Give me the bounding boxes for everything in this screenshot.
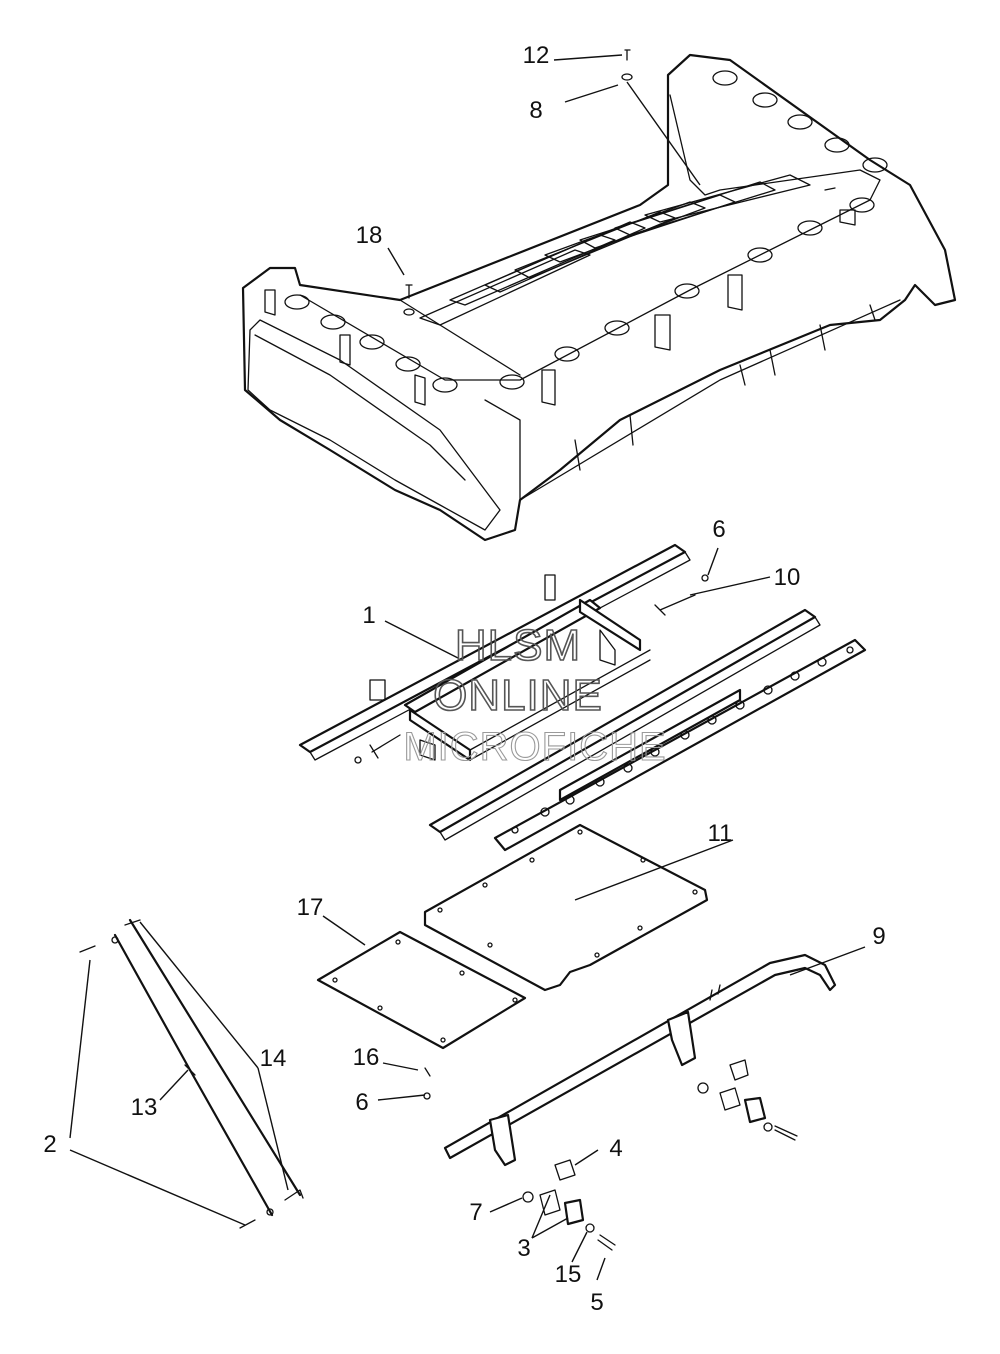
fasteners xyxy=(403,49,633,1100)
watermark-line-2: ONLINE xyxy=(433,671,603,720)
callout-11: 11 xyxy=(708,820,733,847)
callout-10: 10 xyxy=(774,564,801,591)
watermark: HLSM ONLINE MICROFICHE xyxy=(403,620,666,769)
callout-6-top: 6 xyxy=(712,516,725,543)
latch-rod xyxy=(443,953,837,1251)
callout-15: 15 xyxy=(555,1261,582,1288)
callout-1: 1 xyxy=(362,602,375,629)
box-frame xyxy=(298,543,867,852)
callout-14: 14 xyxy=(260,1045,287,1072)
callout-2: 2 xyxy=(43,1131,56,1158)
cargo-box xyxy=(241,53,957,542)
callout-18: 18 xyxy=(356,222,383,249)
leader-lines xyxy=(69,54,866,1281)
callout-7: 7 xyxy=(469,1199,482,1226)
callout-8: 8 xyxy=(529,97,542,124)
panel-17 xyxy=(316,930,527,1050)
callout-labels: 12 8 18 6 10 1 11 17 9 2 14 13 16 6 4 7 … xyxy=(43,42,885,1316)
callout-5: 5 xyxy=(590,1289,603,1316)
callout-4: 4 xyxy=(609,1135,622,1162)
panel-11 xyxy=(423,823,709,992)
callout-6-bottom: 6 xyxy=(355,1089,368,1116)
callout-12: 12 xyxy=(523,42,550,69)
gas-spring xyxy=(79,918,304,1229)
callout-13: 13 xyxy=(131,1094,158,1121)
callout-16: 16 xyxy=(353,1044,380,1071)
watermark-line-1: HLSM xyxy=(455,621,581,670)
callout-3: 3 xyxy=(517,1235,530,1262)
callout-9: 9 xyxy=(872,923,885,950)
callout-17: 17 xyxy=(297,894,324,921)
watermark-line-3: MICROFICHE xyxy=(403,725,666,769)
